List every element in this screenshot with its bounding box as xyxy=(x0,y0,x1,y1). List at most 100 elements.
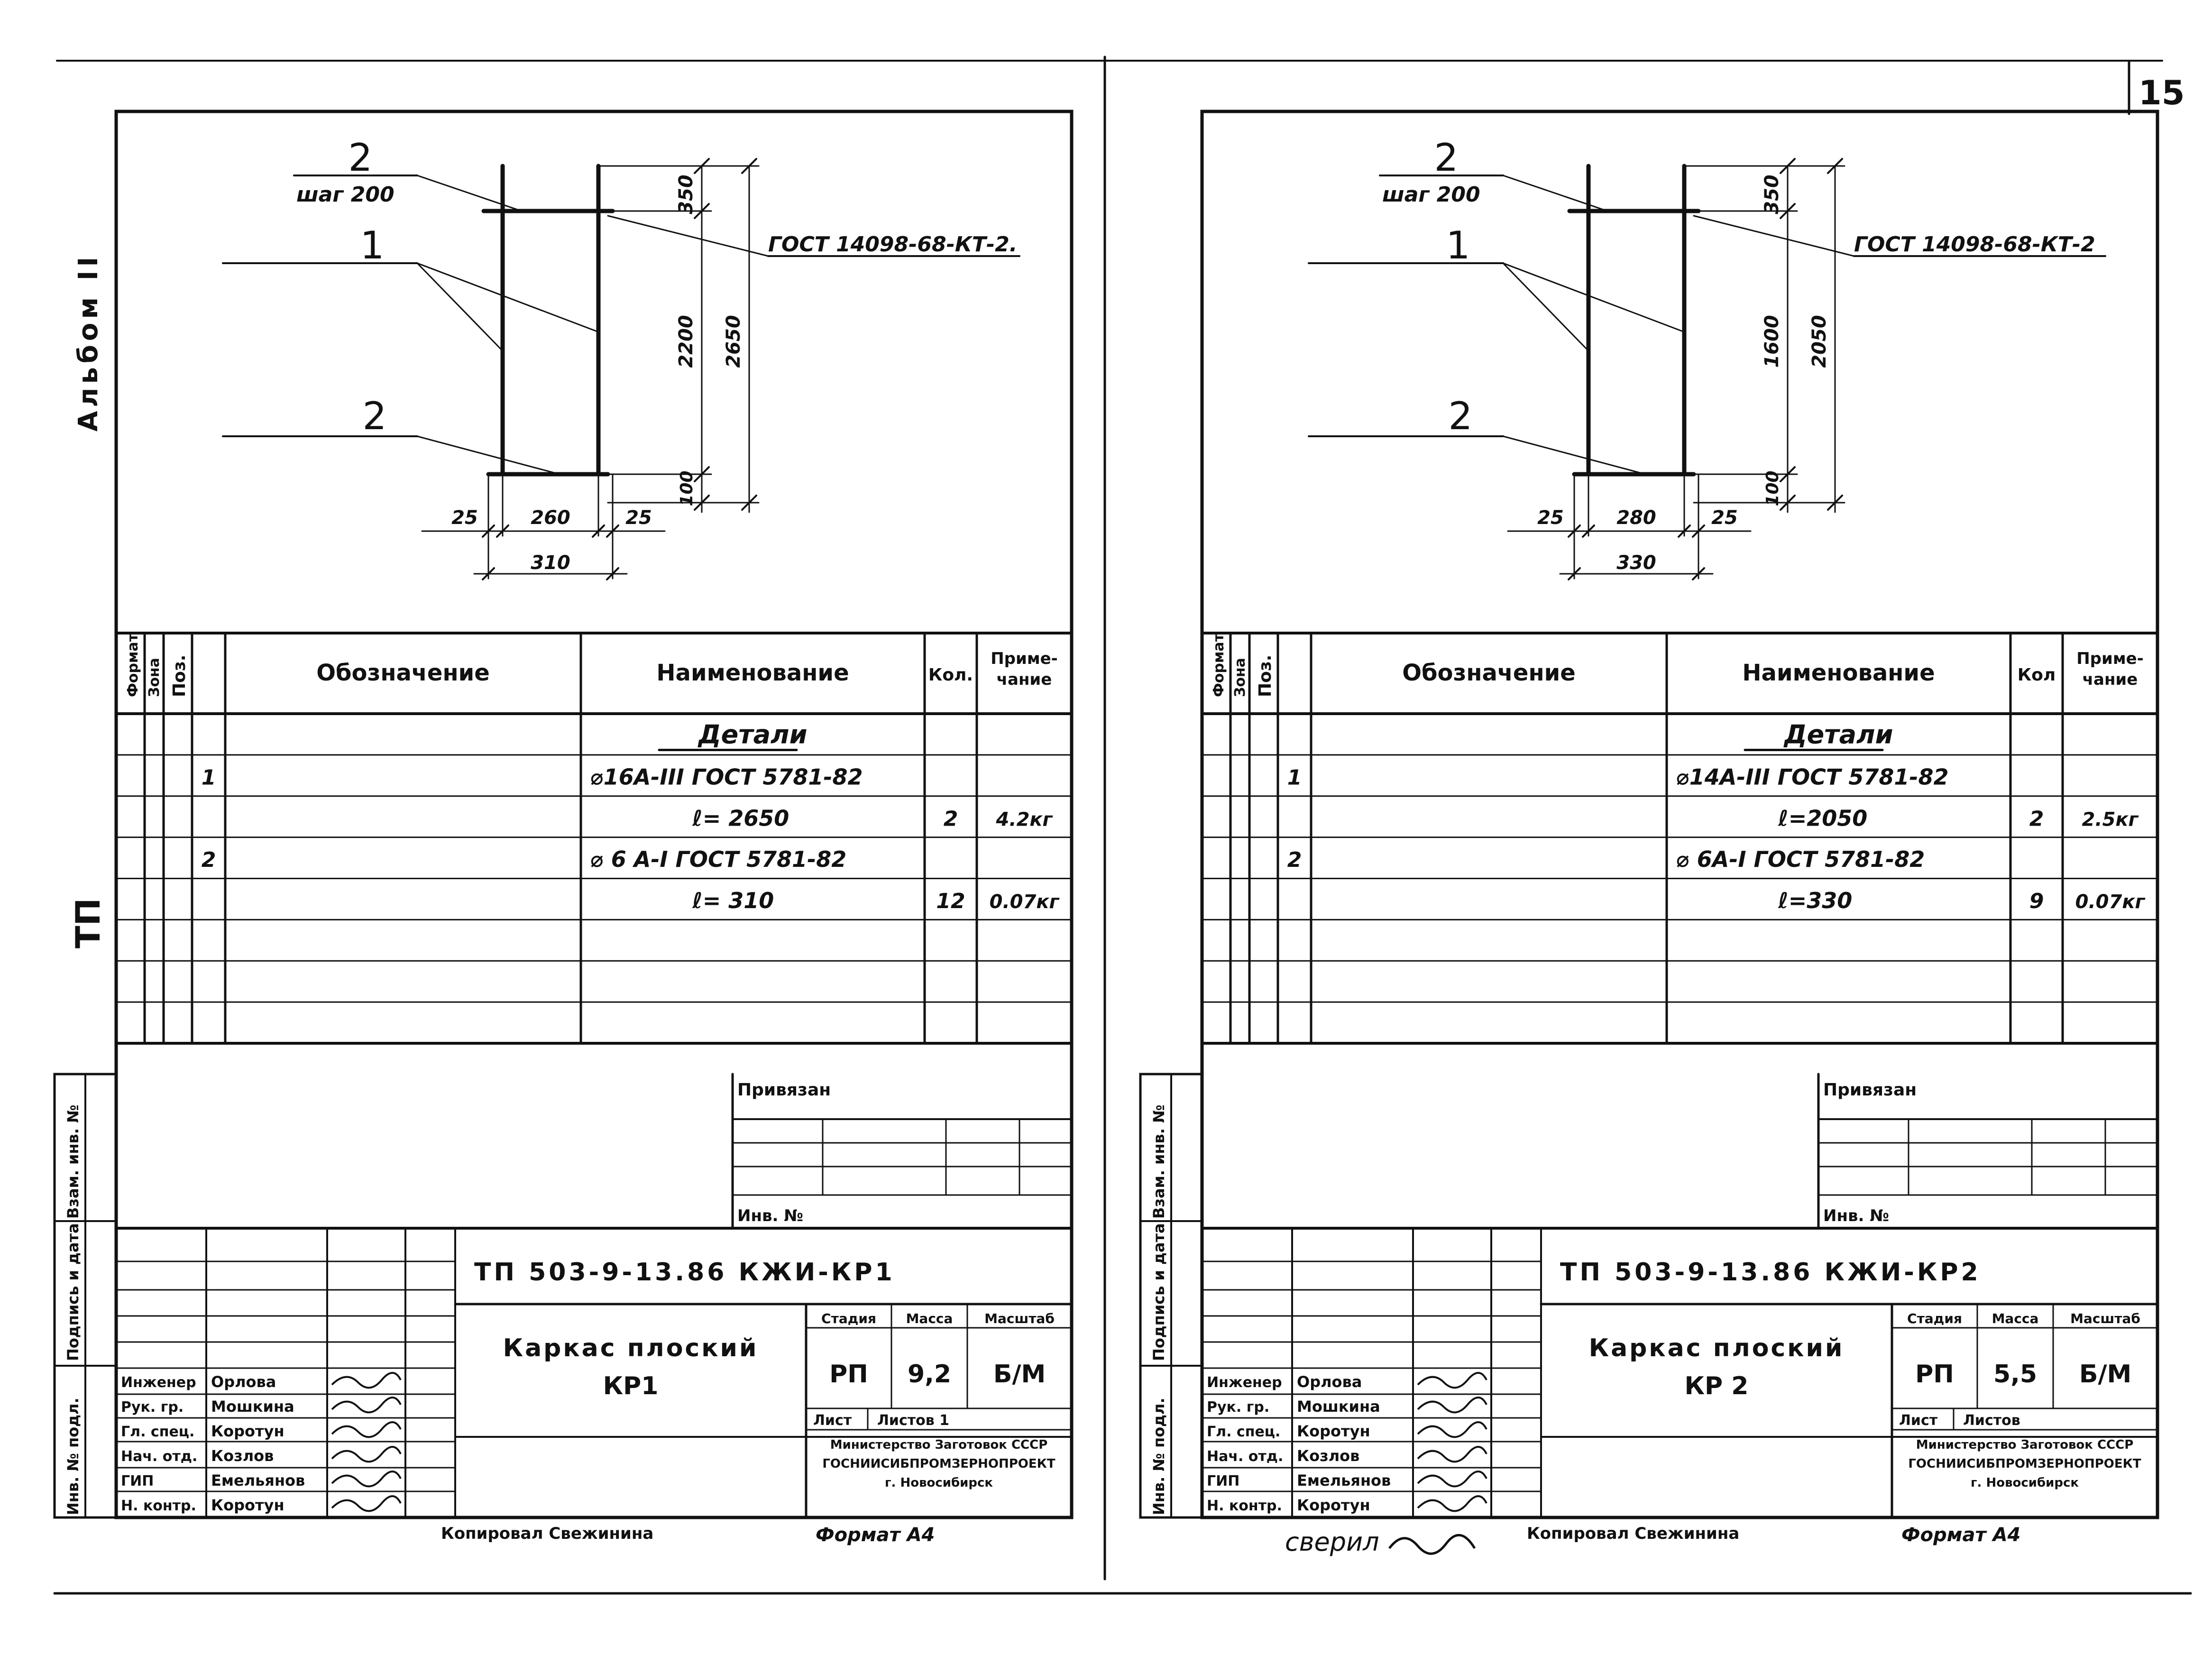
stamp-sheets: Листов 1 xyxy=(877,1412,949,1429)
dimension-tick xyxy=(606,567,619,580)
spec-row-qty: 12 xyxy=(936,889,965,913)
leader-line xyxy=(416,435,560,475)
spec-row-qty: 2 xyxy=(944,807,958,831)
stamp-name: Мошкина xyxy=(211,1398,294,1416)
dimension-tick xyxy=(1692,524,1705,538)
leader-line xyxy=(1502,175,1608,212)
dimension-tick xyxy=(496,524,509,538)
spec-header-pos: Поз. xyxy=(170,655,189,697)
stamp-scale: Б/М xyxy=(993,1360,1046,1388)
dimension-tick xyxy=(694,495,710,511)
weld-gost-label: ГОСТ 14098-68-КТ-2. xyxy=(768,232,1017,257)
stamp-role: ГИП xyxy=(121,1473,154,1490)
dim-mid: 1600 xyxy=(1761,315,1783,368)
dimension-tick xyxy=(694,158,710,174)
spec-row-qty: 2 xyxy=(2029,807,2044,831)
stamp-name: Емельянов xyxy=(211,1471,305,1490)
spec-row-name: ⌀ 6А-I ГОСТ 5781-82 xyxy=(1676,846,1925,872)
spec-header-designation: Обозначение xyxy=(1402,660,1576,686)
spec-header-note: Приме-чание xyxy=(2076,649,2144,689)
leader-line xyxy=(416,175,523,212)
stamp-org-city: г. Новосибирск xyxy=(1971,1476,2079,1490)
stamp-scale-header: Масштаб xyxy=(2070,1311,2140,1326)
stamp-role: Нач. отд. xyxy=(121,1448,197,1465)
spec-header-note: Приме-чание xyxy=(991,649,1058,689)
position-mark-1: 1 xyxy=(360,223,385,267)
spec-header-format: Формат xyxy=(1211,633,1227,697)
spec-header-zone: Зона xyxy=(146,658,163,697)
dim-25-right: 25 xyxy=(1711,507,1738,529)
dimension-tick xyxy=(1780,495,1796,511)
verified-signature xyxy=(1388,1534,1476,1555)
side-replacement-inv: Взам. инв. № xyxy=(64,1104,82,1219)
stamp-stage-header: Стадия xyxy=(1907,1311,1962,1326)
stamp-sheet: Лист xyxy=(813,1412,852,1429)
applied-label: Привязан xyxy=(737,1080,831,1100)
spec-row-name: Детали xyxy=(698,720,808,750)
spec-header-qty: Кол xyxy=(2018,665,2056,685)
spec-row-pos: 2 xyxy=(202,848,216,872)
dimension-tick xyxy=(1780,466,1796,482)
stamp-sheet: Лист xyxy=(1899,1412,1938,1429)
stamp-role: Рук. гр. xyxy=(1207,1399,1269,1416)
side-replacement-inv: Взам. инв. № xyxy=(1150,1104,1168,1219)
dimension-tick xyxy=(1678,524,1691,538)
dim-overall: 330 xyxy=(1616,552,1656,574)
signature-scribble xyxy=(1417,1397,1487,1414)
sheet-frame xyxy=(1200,110,2159,1519)
dimension-tick xyxy=(1827,158,1843,174)
stamp-subtitle: КР 2 xyxy=(1685,1372,1749,1400)
leader-line xyxy=(1502,262,1685,333)
spec-header-name: Наименование xyxy=(1742,660,1935,686)
dimension-tick xyxy=(1780,158,1796,174)
spec-row-name: ℓ= 310 xyxy=(692,888,774,913)
sheet-number: 15 xyxy=(2139,74,2184,112)
position-mark-1: 1 xyxy=(1446,223,1470,267)
spec-row-name: ℓ= 2650 xyxy=(692,805,789,831)
dimension-tick xyxy=(694,203,710,219)
dimension-tick xyxy=(1780,203,1796,219)
signature-scribble xyxy=(1417,1421,1487,1438)
spec-header-name: Наименование xyxy=(656,660,849,686)
stamp-name: Орлова xyxy=(1297,1373,1362,1391)
album-label: Альбом II xyxy=(73,253,104,432)
signature-scribble xyxy=(331,1372,402,1389)
stamp-role: Н. контр. xyxy=(1207,1498,1282,1514)
stamp-name: Мошкина xyxy=(1297,1398,1380,1416)
dim-25-left: 25 xyxy=(451,507,478,529)
spec-row-note: 2.5кг xyxy=(2082,809,2139,830)
stamp-mass: 5,5 xyxy=(1993,1360,2037,1388)
stamp-title: Каркас плоский xyxy=(1589,1334,1845,1362)
dim-350: 350 xyxy=(675,175,697,214)
dim-overall: 310 xyxy=(531,552,570,574)
dim-350: 350 xyxy=(1761,175,1783,214)
stamp-role: Гл. спец. xyxy=(121,1424,194,1440)
spec-header-pos: Поз. xyxy=(1256,655,1275,697)
step-label: шаг 200 xyxy=(1382,183,1480,207)
side-inv-orig: Инв. № подл. xyxy=(1150,1398,1168,1515)
stamp-org-institute: ГОСНИИСИБПРОМЗЕРНОПРОЕКТ xyxy=(1908,1457,2141,1471)
leader-line xyxy=(416,262,504,352)
dim-25-right: 25 xyxy=(625,507,652,529)
stamp-org-ministry: Министерство Заготовок СССР xyxy=(1916,1438,2134,1452)
spec-row-note: 0.07кг xyxy=(2075,891,2146,913)
dimension-tick xyxy=(1582,524,1595,538)
leader-line xyxy=(416,262,599,333)
spec-row-name: Детали xyxy=(1783,720,1893,750)
dimension-tick xyxy=(741,158,757,174)
position-mark-2-bottom: 2 xyxy=(363,394,387,438)
spec-header-zone: Зона xyxy=(1232,658,1248,697)
format-label: Формат А4 xyxy=(1901,1524,2020,1546)
stamp-mass-header: Масса xyxy=(1992,1311,2039,1326)
dimension-tick xyxy=(482,567,495,580)
spec-row-pos: 2 xyxy=(1287,848,1302,872)
stamp-code: ТП 503-9-13.86 КЖИ-КР1 xyxy=(474,1258,895,1287)
side-signature-date: Подпись и дата xyxy=(64,1223,82,1361)
spec-row-note: 4.2кг xyxy=(996,809,1053,830)
stamp-role: Инженер xyxy=(121,1374,196,1391)
stamp-scale-header: Масштаб xyxy=(984,1311,1055,1326)
spec-header-qty: Кол. xyxy=(928,665,973,685)
copied-by: Копировал Свежинина xyxy=(1527,1524,1739,1543)
stamp-name: Емельянов xyxy=(1297,1471,1391,1490)
